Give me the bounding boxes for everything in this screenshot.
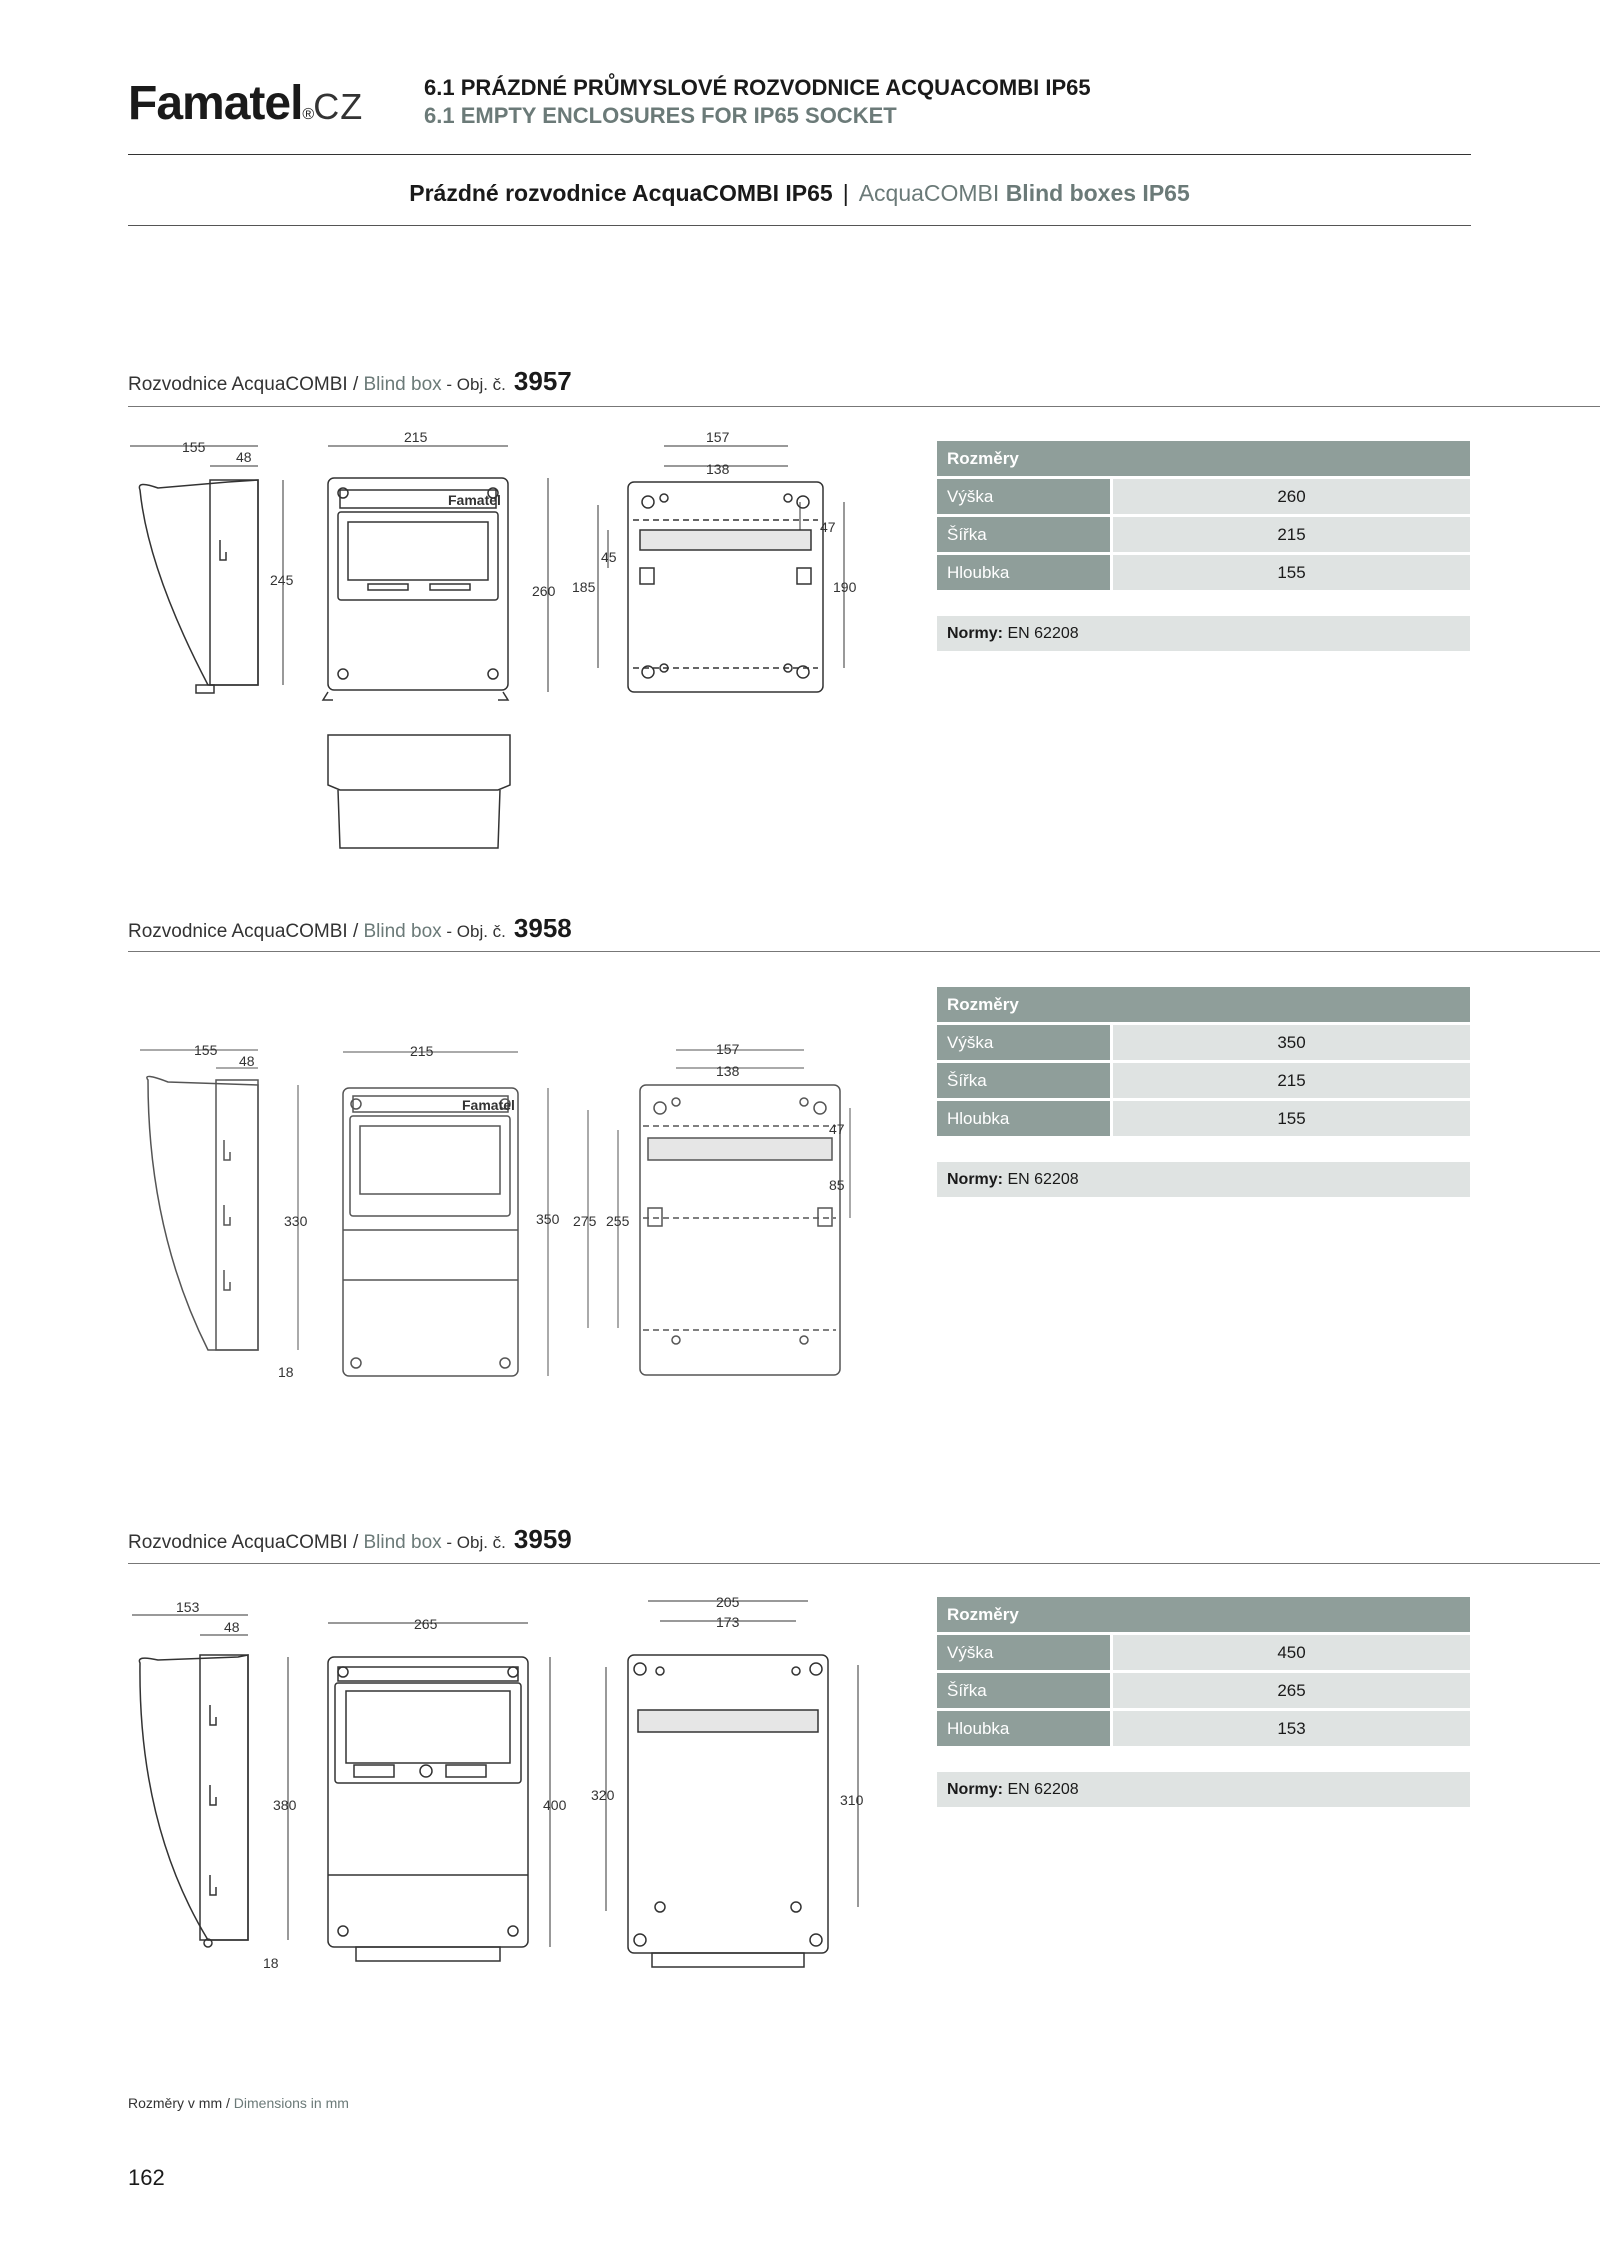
svg-text:48: 48 (239, 1053, 255, 1069)
technical-drawing-3958: 155 48 330 18 215 Famatel 350 157 138 47… (140, 1041, 851, 1380)
svg-text:215: 215 (404, 430, 428, 445)
svg-text:157: 157 (716, 1041, 740, 1057)
svg-text:47: 47 (820, 519, 836, 535)
svg-text:157: 157 (706, 430, 730, 445)
brand-logo: Famatel®CZ (128, 77, 364, 130)
svg-text:Famatel: Famatel (448, 492, 501, 508)
svg-text:245: 245 (270, 572, 294, 588)
svg-text:48: 48 (236, 449, 252, 465)
svg-text:18: 18 (263, 1955, 279, 1971)
section-divider (128, 406, 1600, 407)
svg-text:155: 155 (194, 1042, 218, 1058)
svg-text:Famatel: Famatel (462, 1097, 515, 1113)
svg-text:265: 265 (414, 1616, 438, 1632)
header-divider (128, 154, 1471, 155)
svg-text:330: 330 (284, 1213, 308, 1229)
chapter-title-en: 6.1 EMPTY ENCLOSURES FOR IP65 SOCKET (424, 103, 897, 128)
svg-text:173: 173 (716, 1614, 740, 1630)
svg-text:205: 205 (716, 1594, 740, 1610)
section-divider (128, 1563, 1600, 1564)
table-heading: Rozměry (937, 1597, 1470, 1632)
svg-text:380: 380 (273, 1797, 297, 1813)
svg-text:45: 45 (601, 549, 617, 565)
technical-drawing-3959: 153 48 380 18 265 400 205 173 320 310 (132, 1594, 864, 1971)
svg-text:215: 215 (410, 1043, 434, 1059)
norm-box-3958: Normy: EN 62208 (937, 1162, 1470, 1197)
norm-box-3959: Normy: EN 62208 (937, 1772, 1470, 1807)
svg-text:275: 275 (573, 1213, 597, 1229)
dimensions-note: Rozměry v mm / Dimensions in mm (128, 2095, 349, 2111)
svg-text:18: 18 (278, 1364, 294, 1380)
table-heading: Rozměry (937, 441, 1470, 476)
section-divider (128, 951, 1600, 952)
svg-text:255: 255 (606, 1213, 630, 1229)
technical-drawing-3957: 155 48 245 215 Famatel 260 157 138 47 45… (130, 430, 857, 849)
svg-text:155: 155 (182, 439, 206, 455)
norm-box-3957: Normy: EN 62208 (937, 616, 1470, 651)
svg-text:310: 310 (840, 1792, 864, 1808)
svg-text:85: 85 (829, 1177, 845, 1193)
svg-text:138: 138 (716, 1063, 740, 1079)
subtitle: Prázdné rozvodnice AcquaCOMBI IP65|Acqua… (409, 180, 1190, 206)
subtitle-divider (128, 225, 1471, 226)
svg-text:190: 190 (833, 579, 857, 595)
svg-text:260: 260 (532, 583, 556, 599)
svg-text:400: 400 (543, 1797, 567, 1813)
svg-text:350: 350 (536, 1211, 560, 1227)
section-title-3959: Rozvodnice AcquaCOMBI / Blind box - Obj.… (128, 1524, 572, 1554)
svg-text:138: 138 (706, 461, 730, 477)
svg-text:185: 185 (572, 579, 596, 595)
page-number: 162 (128, 2165, 165, 2190)
table-heading: Rozměry (937, 987, 1470, 1022)
chapter-title-cz: 6.1 PRÁZDNÉ PRŮMYSLOVÉ ROZVODNICE ACQUAC… (424, 75, 1091, 100)
svg-text:48: 48 (224, 1619, 240, 1635)
svg-text:47: 47 (829, 1121, 845, 1137)
svg-text:320: 320 (591, 1787, 615, 1803)
section-title-3958: Rozvodnice AcquaCOMBI / Blind box - Obj.… (128, 913, 572, 943)
svg-text:153: 153 (176, 1599, 200, 1615)
section-title-3957: Rozvodnice AcquaCOMBI / Blind box - Obj.… (128, 366, 572, 396)
